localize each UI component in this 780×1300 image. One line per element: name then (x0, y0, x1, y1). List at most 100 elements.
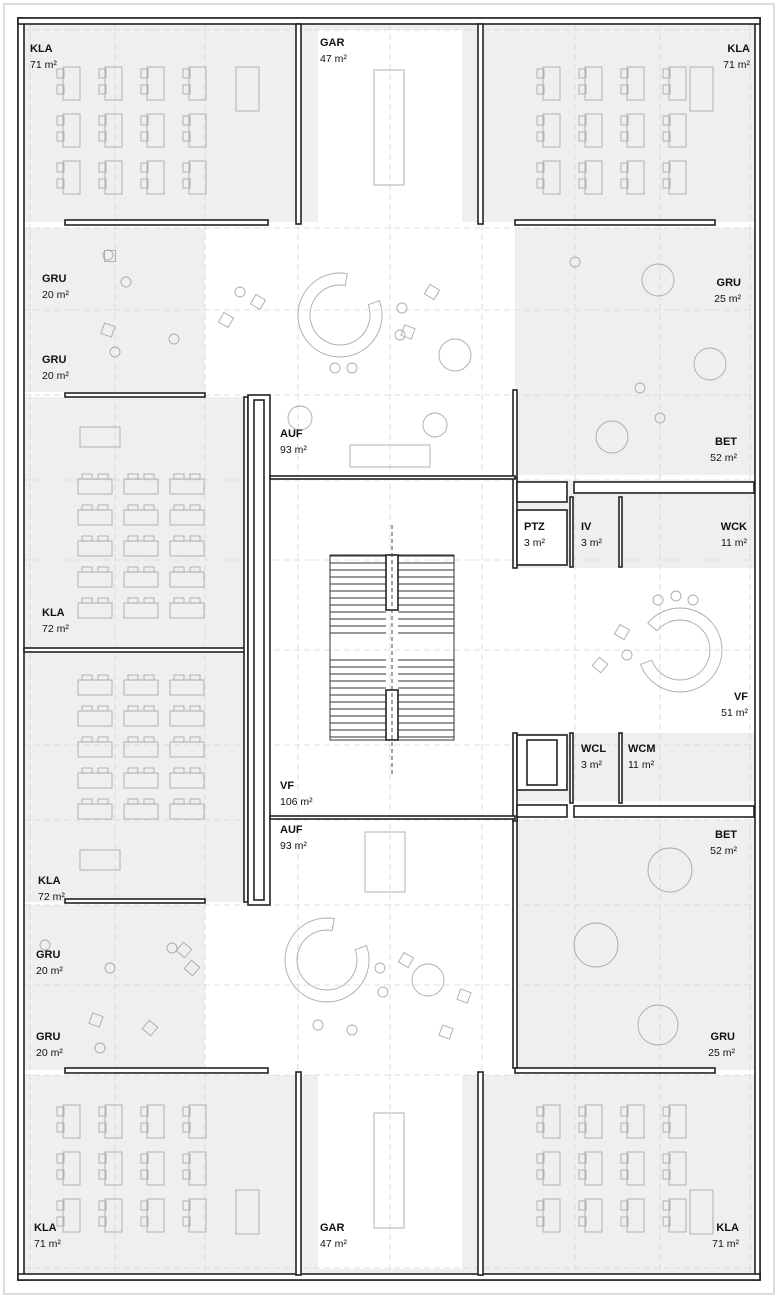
desk (188, 1104, 207, 1139)
desk (542, 113, 561, 148)
round-seat (234, 286, 246, 298)
chair (536, 1153, 545, 1164)
desk (123, 803, 159, 820)
desk (349, 444, 431, 468)
room-bet-br[interactable] (515, 820, 755, 1070)
desk (235, 66, 260, 112)
desk (123, 540, 159, 557)
round-seat (346, 362, 358, 374)
round-seat (377, 986, 389, 998)
round-seat (39, 939, 51, 951)
desk (668, 1151, 687, 1186)
stool (249, 293, 267, 311)
desk (668, 1198, 687, 1233)
room-code: GRU (717, 277, 742, 289)
desk (169, 540, 205, 557)
chair (578, 68, 587, 79)
chair (578, 178, 587, 189)
chair (536, 84, 545, 95)
furniture (39, 66, 727, 1235)
room-kla-br[interactable] (482, 1075, 755, 1275)
room-code: KLA (30, 43, 53, 55)
chair (578, 1106, 587, 1117)
room-area: 52 m² (710, 452, 737, 464)
chair (620, 1106, 629, 1117)
desk (104, 66, 123, 101)
desk (169, 772, 205, 789)
desk (542, 160, 561, 195)
desk (146, 1151, 165, 1186)
chair (536, 162, 545, 173)
room-area: 71 m² (30, 59, 57, 71)
chair (578, 1200, 587, 1211)
stool (104, 250, 116, 262)
desk (169, 478, 205, 495)
desk (104, 1151, 123, 1186)
stool (100, 322, 116, 338)
room-gru-bl[interactable] (24, 905, 205, 1070)
room-gru-tr[interactable] (515, 228, 755, 475)
desk (104, 160, 123, 195)
room-code: VF (734, 691, 748, 703)
room-area: 20 m² (36, 1047, 63, 1059)
desk (62, 1151, 81, 1186)
desk (584, 160, 603, 195)
chair (182, 1216, 191, 1227)
chair (578, 1122, 587, 1133)
chair (182, 1153, 191, 1164)
chair (182, 162, 191, 173)
chair (140, 1169, 149, 1180)
desk (79, 849, 121, 871)
desk (146, 66, 165, 101)
room-area: 20 m² (36, 965, 63, 977)
desk (689, 66, 714, 112)
chair (620, 68, 629, 79)
chair (662, 131, 671, 142)
room-area: 47 m² (320, 1238, 347, 1250)
desk (77, 478, 113, 495)
desk (62, 113, 81, 148)
chair (182, 1200, 191, 1211)
round-seat (670, 590, 682, 602)
chair (620, 84, 629, 95)
desk (668, 113, 687, 148)
desk (62, 1198, 81, 1233)
chair (56, 84, 65, 95)
chair (620, 1216, 629, 1227)
chair (98, 131, 107, 142)
room-area: 71 m² (723, 59, 750, 71)
chair (536, 131, 545, 142)
desk (668, 66, 687, 101)
round-seat (652, 594, 664, 606)
room-kla-tl[interactable] (24, 24, 298, 222)
stool (400, 324, 416, 340)
chair (578, 162, 587, 173)
room-area: 3 m² (581, 759, 603, 771)
chair (578, 1153, 587, 1164)
chair (140, 115, 149, 126)
room-area: 93 m² (280, 444, 307, 456)
desk (104, 113, 123, 148)
desk (123, 772, 159, 789)
room-code: VF (280, 780, 294, 792)
round-seat (329, 362, 341, 374)
desk (188, 66, 207, 101)
room-area: 25 m² (708, 1047, 735, 1059)
room-kla-bl[interactable] (24, 1075, 298, 1275)
room-kla-tr[interactable] (482, 24, 755, 222)
round-seat (422, 412, 448, 438)
chair (140, 131, 149, 142)
room-code: GAR (320, 1222, 345, 1234)
chair (98, 1200, 107, 1211)
desk (123, 741, 159, 758)
chair (662, 115, 671, 126)
